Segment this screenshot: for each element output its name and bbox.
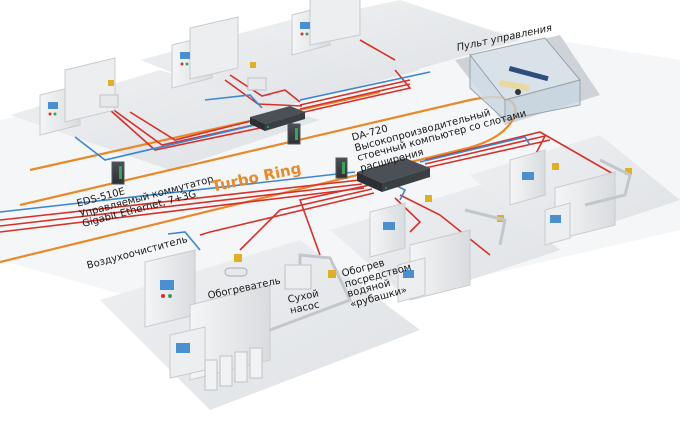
control-room[interactable] — [469, 37, 581, 122]
data-line — [204, 94, 263, 109]
process-station-2[interactable] — [171, 16, 267, 91]
jacket-heater-indicator — [328, 270, 336, 278]
power-line — [299, 69, 412, 114]
power-line — [299, 83, 411, 110]
turbo-ring-upper — [29, 90, 381, 172]
heater-indicator — [234, 254, 242, 262]
power-line — [399, 194, 491, 256]
eds-510e-left[interactable] — [111, 161, 125, 185]
data-line — [419, 136, 531, 163]
power-line — [109, 109, 261, 151]
process-station-1[interactable] — [39, 57, 119, 136]
process-station-4[interactable] — [144, 249, 353, 391]
power-line — [299, 79, 411, 106]
process-station-6[interactable] — [509, 149, 632, 246]
pump-pipe — [269, 253, 353, 332]
power-line — [229, 74, 301, 103]
dry-pump-unit — [284, 264, 312, 290]
data-line — [167, 231, 201, 251]
da-720-computer[interactable] — [357, 158, 430, 192]
indicator — [425, 195, 432, 202]
data-line — [0, 171, 356, 213]
process-station-5[interactable] — [369, 195, 507, 303]
power-line — [424, 131, 616, 176]
eds-510e-mid[interactable] — [335, 157, 348, 179]
data-line — [299, 71, 431, 101]
eds-510e-top[interactable] — [287, 123, 301, 145]
power-line — [129, 111, 256, 141]
power-line — [0, 183, 363, 227]
rack-switch-top[interactable] — [250, 106, 305, 131]
data-line — [74, 124, 256, 161]
power-line — [359, 39, 396, 61]
indicator — [552, 163, 559, 170]
power-line — [0, 187, 365, 233]
heater-unit — [224, 267, 248, 277]
process-station-3[interactable] — [291, 0, 361, 56]
control-room-monitors — [508, 66, 549, 82]
power-line — [0, 179, 361, 221]
control-room-desk — [498, 79, 530, 92]
power-line — [199, 192, 375, 236]
power-line — [239, 188, 373, 251]
indicator — [625, 168, 632, 175]
